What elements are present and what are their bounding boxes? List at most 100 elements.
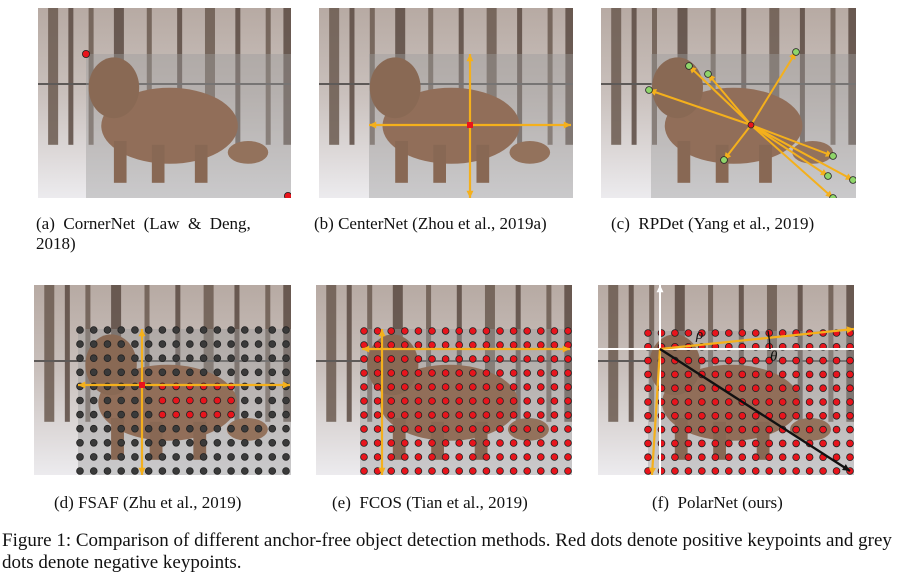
positive-keypoint: [537, 369, 545, 377]
positive-keypoint: [738, 329, 747, 337]
positive-keypoint: [698, 439, 706, 448]
positive-keypoint: [725, 412, 733, 420]
positive-keypoint: [671, 425, 679, 434]
center-keypoint: [139, 382, 145, 388]
positive-keypoint: [509, 411, 518, 419]
positive-keypoint: [441, 453, 450, 461]
tree-trunk: [68, 8, 74, 145]
negative-keypoint: [241, 439, 249, 447]
positive-keypoint: [373, 397, 382, 405]
positive-keypoint: [523, 341, 532, 349]
negative-keypoint: [158, 467, 167, 475]
positive-keypoint: [387, 453, 395, 461]
positive-keypoint: [387, 411, 395, 419]
negative-keypoint: [131, 354, 139, 362]
positive-keypoint: [792, 439, 800, 448]
positive-keypoint: [792, 425, 800, 434]
negative-keypoint: [172, 326, 180, 334]
negative-keypoint: [158, 424, 167, 433]
positive-keypoint: [509, 439, 518, 447]
dog-leg: [151, 144, 165, 183]
positive-keypoint: [832, 370, 841, 379]
positive-keypoint: [172, 396, 180, 405]
caption-a-line1: (a) CornerNet (Law & Deng,: [36, 214, 251, 233]
positive-keypoint: [441, 341, 450, 349]
positive-keypoint: [441, 369, 450, 377]
arrow-up: [466, 54, 474, 125]
negative-keypoint: [268, 340, 277, 348]
positive-keypoint: [537, 327, 545, 335]
negative-keypoint: [282, 453, 290, 461]
positive-keypoint: [428, 411, 436, 419]
tree-trunk: [177, 8, 183, 145]
positive-keypoint: [387, 397, 395, 405]
positive-keypoint: [778, 453, 787, 462]
positive-keypoint: [765, 453, 774, 462]
positive-keypoint: [469, 327, 477, 335]
positive-keypoint: [832, 425, 841, 434]
arrow-left: [78, 381, 142, 389]
positive-keypoint: [469, 369, 477, 377]
reppoint: [792, 48, 800, 56]
negative-keypoint: [76, 396, 84, 405]
arrow-right: [470, 121, 571, 129]
positive-keypoint: [684, 384, 693, 392]
positive-keypoint: [523, 411, 532, 419]
negative-keypoint: [103, 368, 112, 377]
negative-keypoint: [172, 439, 180, 447]
tree-trunk: [235, 8, 241, 145]
positive-keypoint: [725, 329, 733, 337]
positive-keypoint: [778, 439, 787, 448]
caption-d: (d) FSAF (Zhu et al., 2019): [54, 493, 242, 512]
negative-keypoint: [227, 453, 235, 461]
arrow-up: [138, 329, 146, 385]
positive-keypoint: [846, 439, 854, 448]
positive-keypoint: [684, 453, 693, 462]
positive-keypoint: [671, 329, 679, 337]
positive-keypoint: [671, 439, 679, 448]
positive-keypoint: [832, 398, 841, 406]
positive-keypoint: [819, 398, 827, 406]
positive-keypoint: [765, 356, 774, 365]
positive-keypoint: [765, 370, 774, 379]
tree-trunk: [565, 8, 573, 145]
negative-keypoint: [76, 326, 84, 334]
negative-keypoint: [89, 453, 98, 461]
positive-keypoint: [792, 384, 800, 392]
negative-keypoint: [282, 439, 290, 447]
positive-keypoint: [738, 412, 747, 420]
positive-keypoint: [186, 410, 194, 419]
positive-keypoint: [199, 410, 208, 419]
positive-keypoint: [698, 425, 706, 434]
negative-keypoint: [158, 340, 167, 348]
positive-keypoint: [550, 397, 559, 405]
negative-keypoint: [89, 439, 98, 447]
positive-keypoint: [455, 355, 464, 363]
positive-keypoint: [441, 355, 450, 363]
tree-trunk: [326, 285, 337, 422]
negative-keypoint: [76, 467, 84, 475]
positive-keypoint: [711, 453, 720, 462]
positive-keypoint: [414, 383, 423, 391]
negative-keypoint: [186, 368, 194, 377]
positive-keypoint: [684, 467, 693, 475]
positive-keypoint: [428, 453, 436, 461]
positive-keypoint: [751, 329, 760, 337]
negative-keypoint: [89, 467, 98, 475]
positive-keypoint: [496, 341, 504, 349]
positive-keypoint: [819, 370, 827, 379]
caption-e: (e) FCOS (Tian et al., 2019): [332, 493, 528, 512]
positive-keypoint: [846, 370, 854, 379]
negative-keypoint: [89, 340, 98, 348]
positive-keypoint: [711, 329, 720, 337]
positive-keypoint: [819, 467, 827, 475]
positive-keypoint: [846, 425, 854, 434]
positive-keypoint: [469, 341, 477, 349]
positive-keypoint: [186, 396, 194, 405]
positive-keypoint: [792, 453, 800, 462]
negative-keypoint: [117, 368, 125, 377]
positive-keypoint: [441, 397, 450, 405]
negative-keypoint: [241, 368, 249, 377]
tree-trunk: [830, 8, 836, 145]
positive-keypoint: [564, 397, 572, 405]
